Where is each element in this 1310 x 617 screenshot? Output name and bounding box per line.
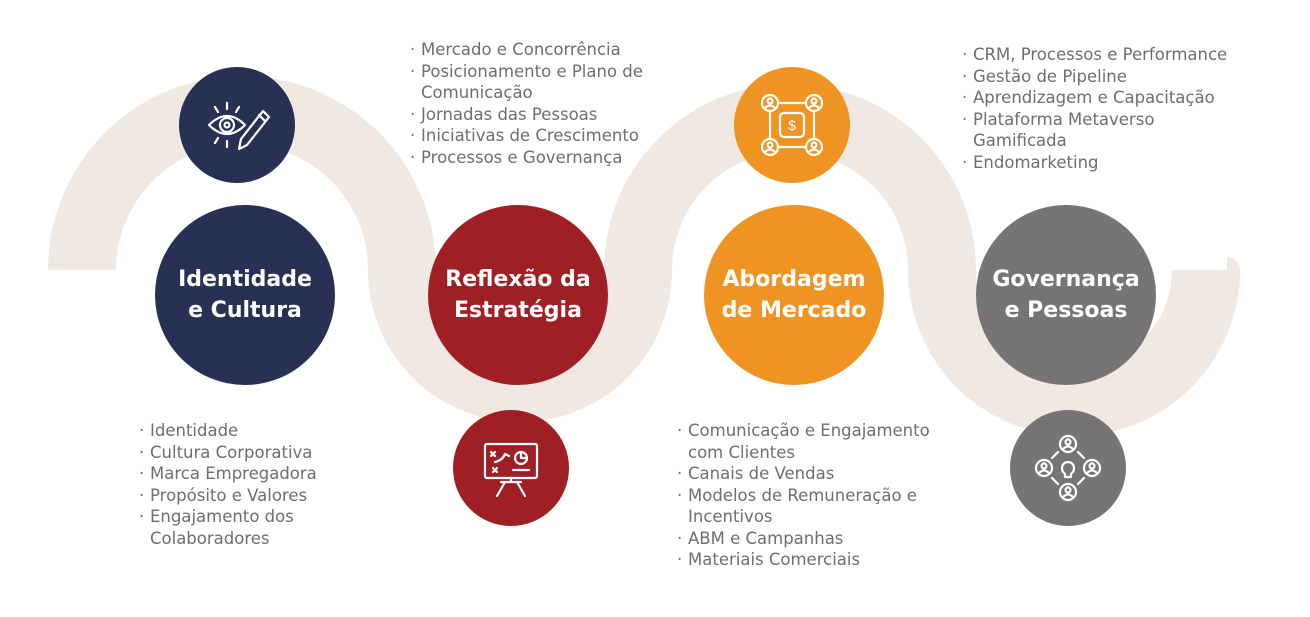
- stage-reflexao-estrategia: Reflexão da Estratégia: [428, 205, 608, 385]
- list-item: Iniciativas de Crescimento: [410, 125, 646, 147]
- list-item: Propósito e Valores: [139, 485, 349, 507]
- stage-title: Governança e Pessoas: [992, 264, 1139, 326]
- list-item: Jornadas das Pessoas: [410, 104, 646, 126]
- list-item: CRM, Processos e Performance: [962, 44, 1237, 66]
- title-line-2: e Pessoas: [1004, 298, 1128, 323]
- list-item: ABM e Campanhas: [677, 528, 939, 550]
- list-item: Plataforma Metaverso Gamificada: [962, 109, 1237, 152]
- eye-pencil-icon: [179, 67, 295, 183]
- reflexao-items-list: Mercado e Concorrência Posicionamento e …: [410, 39, 646, 168]
- title-line-2: e Cultura: [188, 298, 302, 323]
- title-line-1: Identidade: [178, 267, 312, 292]
- stage-governanca-pessoas: Governança e Pessoas: [976, 205, 1156, 385]
- list-item: Cultura Corporativa: [139, 442, 349, 464]
- stage-title: Reflexão da Estratégia: [445, 264, 591, 326]
- list-item: Aprendizagem e Capacitação: [962, 87, 1237, 109]
- title-line-2: Estratégia: [454, 298, 582, 323]
- stage-title: Identidade e Cultura: [178, 264, 312, 326]
- list-item: Marca Empregadora: [139, 463, 349, 485]
- list-item: Gestão de Pipeline: [962, 66, 1237, 88]
- abordagem-items-list: Comunicação e Engajamento com Clientes C…: [677, 420, 939, 571]
- list-item: Canais de Vendas: [677, 463, 939, 485]
- stage-abordagem-mercado: Abordagem de Mercado: [704, 205, 884, 385]
- strategy-board-icon: [453, 410, 569, 526]
- money-network-icon: $: [734, 67, 850, 183]
- list-item: Comunicação e Engajamento com Clientes: [677, 420, 939, 463]
- identidade-items-list: Identidade Cultura Corporativa Marca Emp…: [139, 420, 349, 549]
- people-idea-icon: [1010, 410, 1126, 526]
- list-item: Processos e Governança: [410, 147, 646, 169]
- stage-identidade-cultura: Identidade e Cultura: [155, 205, 335, 385]
- list-item: Modelos de Remuneração e Incentivos: [677, 485, 939, 528]
- title-line-1: Abordagem: [722, 267, 866, 292]
- stage-title: Abordagem de Mercado: [722, 264, 867, 326]
- list-item: Posicionamento e Plano de Comunicação: [410, 61, 646, 104]
- title-line-2: de Mercado: [721, 298, 867, 323]
- list-item: Mercado e Concorrência: [410, 39, 646, 61]
- svg-text:$: $: [788, 117, 796, 133]
- list-item: Materiais Comerciais: [677, 549, 939, 571]
- title-line-1: Reflexão da: [445, 267, 591, 292]
- title-line-1: Governança: [992, 267, 1140, 292]
- list-item: Identidade: [139, 420, 349, 442]
- governanca-items-list: CRM, Processos e Performance Gestão de P…: [962, 44, 1237, 173]
- list-item: Engajamento dos Colaboradores: [139, 506, 349, 549]
- list-item: Endomarketing: [962, 152, 1237, 174]
- wave-band: [48, 76, 1241, 436]
